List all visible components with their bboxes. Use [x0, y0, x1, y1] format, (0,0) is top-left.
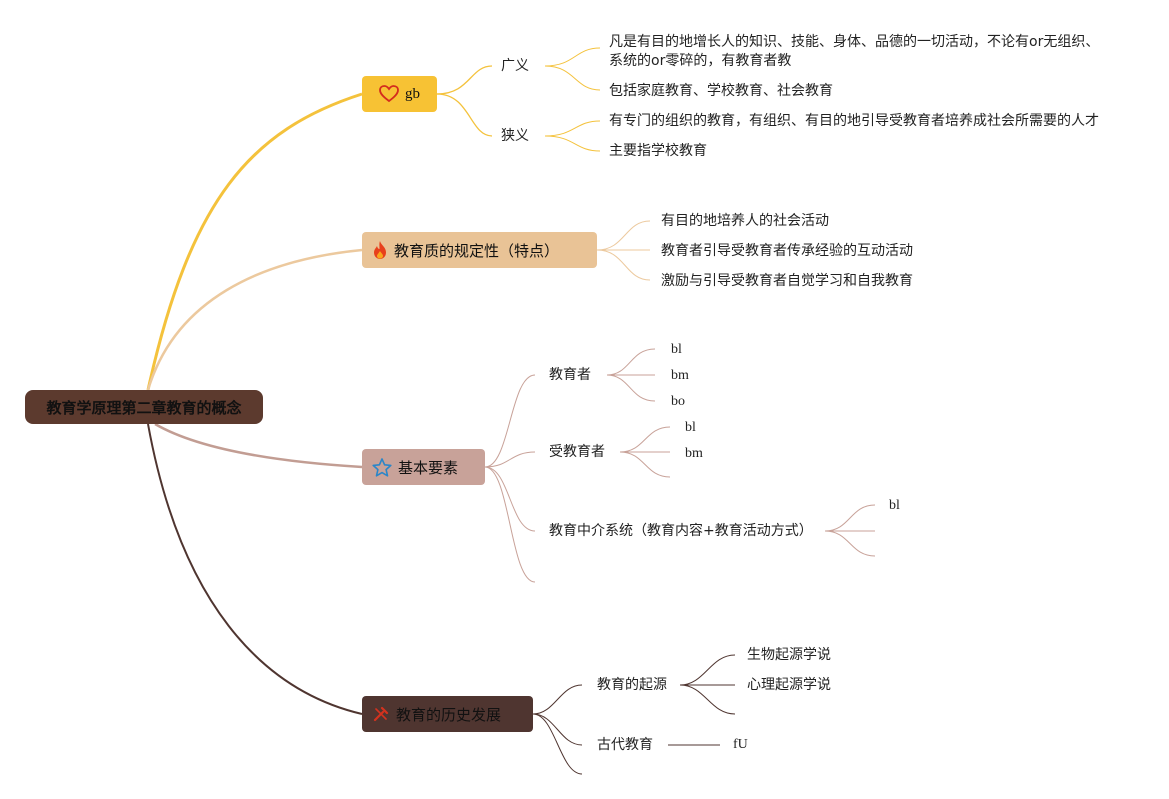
leaf-quality-2[interactable]: 教育者引导受教育者传承经验的互动活动 [661, 243, 913, 259]
leaf-origin-biological[interactable]: 生物起源学说 [747, 647, 831, 663]
leaf-quality-3[interactable]: 激励与引导受教育者自觉学习和自我教育 [661, 273, 913, 289]
edge-root-quality [146, 248, 363, 391]
leaf-medium-bl[interactable]: bl [889, 498, 900, 513]
topic-gb-label: gb [405, 85, 420, 102]
subtopic-learner[interactable]: 受教育者 [549, 444, 605, 460]
subtopic-medium[interactable]: 教育中介系统（教育内容+教育活动方式） [549, 523, 813, 539]
leaf-guangyi-scope[interactable]: 包括家庭教育、学校教育、社会教育 [609, 83, 833, 99]
edge-root-history [147, 423, 363, 715]
leaf-origin-psychological[interactable]: 心理起源学说 [747, 677, 831, 693]
leaf-educator-bl[interactable]: bl [671, 342, 682, 357]
leaf-educator-bo[interactable]: bo [671, 394, 685, 409]
topic-history-label: 教育的历史发展 [396, 705, 502, 724]
subtopic-guangyi[interactable]: 广义 [501, 58, 529, 74]
topic-quality[interactable]: 教育质的规定性（特点） [362, 232, 597, 268]
star-icon [372, 457, 392, 477]
root-topic-label: 教育学原理第二章教育的概念 [46, 398, 242, 417]
subtopic-origin[interactable]: 教育的起源 [597, 677, 667, 693]
subtopic-xiayi[interactable]: 狭义 [501, 128, 529, 144]
leaf-xiayi-scope[interactable]: 主要指学校教育 [609, 143, 707, 159]
fire-icon [372, 240, 388, 260]
root-topic[interactable]: 教育学原理第二章教育的概念 [25, 390, 263, 424]
leaf-guangyi-definition-line2[interactable]: 系统的or零碎的，有教育者教 [609, 53, 792, 69]
topic-quality-label: 教育质的规定性（特点） [394, 241, 560, 260]
leaf-guangyi-definition-line1[interactable]: 凡是有目的地增长人的知识、技能、身体、品德的一切活动，不论有or无组织、 [609, 34, 1100, 50]
heart-icon [379, 85, 399, 103]
topic-history[interactable]: 教育的历史发展 [362, 696, 533, 732]
topic-elements-label: 基本要素 [398, 458, 459, 477]
subtopic-educator[interactable]: 教育者 [549, 367, 591, 383]
topic-gb[interactable]: gb [362, 76, 437, 112]
leaf-learner-bm[interactable]: bm [685, 446, 703, 461]
leaf-learner-bl[interactable]: bl [685, 420, 696, 435]
leaf-ancient-fu[interactable]: fU [733, 737, 748, 752]
topic-elements[interactable]: 基本要素 [362, 449, 485, 485]
leaf-xiayi-definition[interactable]: 有专门的组织的教育，有组织、有目的地引导受教育者培养成社会所需要的人才 [609, 113, 1099, 129]
tools-icon [372, 705, 390, 723]
leaf-quality-1[interactable]: 有目的地培养人的社会活动 [661, 213, 829, 229]
edge-root-elements [154, 422, 363, 469]
subtopic-ancient[interactable]: 古代教育 [597, 737, 653, 753]
edge-root-gb [146, 92, 363, 391]
leaf-educator-bm[interactable]: bm [671, 368, 689, 383]
